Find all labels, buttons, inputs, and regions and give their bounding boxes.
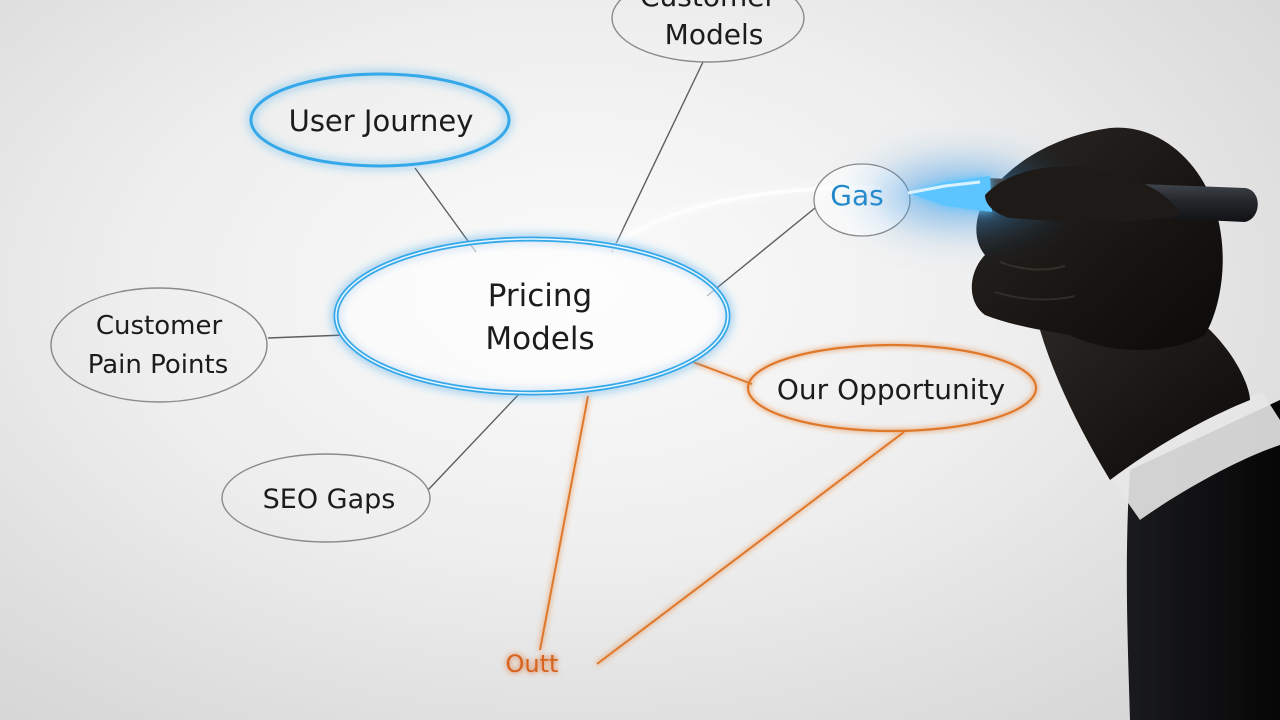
node-our-opportunity: Our Opportunity — [746, 343, 1038, 433]
pain-points-line1: Customer — [96, 311, 223, 341]
orange-connectors — [539, 361, 905, 665]
shirt-cuff — [1105, 392, 1280, 520]
gray-connectors — [267, 61, 816, 491]
connector-gas — [706, 207, 816, 297]
user-journey-label: User Journey — [289, 104, 474, 138]
hand-wrist — [1040, 307, 1250, 480]
connector-outt-opportunity — [596, 431, 905, 665]
connector-pain-points — [267, 334, 346, 339]
connector-our-opportunity — [692, 361, 753, 385]
outt-label: Outt — [506, 650, 559, 678]
node-pricing-models: Pricing Models — [333, 236, 731, 396]
node-customer-pain-points: Customer Pain Points — [50, 287, 268, 403]
pricing-models-line1: Pricing — [488, 278, 593, 314]
marker-tip — [908, 176, 992, 212]
pain-points-line2: Pain Points — [88, 350, 229, 380]
seo-gaps-label: SEO Gaps — [263, 484, 396, 515]
hand-with-marker — [850, 127, 1280, 720]
node-user-journey: User Journey — [249, 72, 511, 168]
connector-seo-gaps — [427, 392, 521, 491]
node-outt: Outt — [506, 650, 559, 678]
connector-outt-center — [539, 395, 589, 651]
our-opportunity-label: Our Opportunity — [777, 373, 1005, 406]
node-customer-models: Customer Models — [611, 0, 805, 63]
node-seo-gaps: SEO Gaps — [221, 453, 431, 543]
hand-thumb — [985, 166, 1180, 222]
customer-models-line1: Customer — [640, 0, 776, 13]
connector-user-journey — [414, 167, 477, 253]
pricing-models-line2: Models — [485, 321, 594, 357]
connector-customer-models — [611, 61, 704, 253]
customer-models-line2: Models — [665, 18, 764, 51]
